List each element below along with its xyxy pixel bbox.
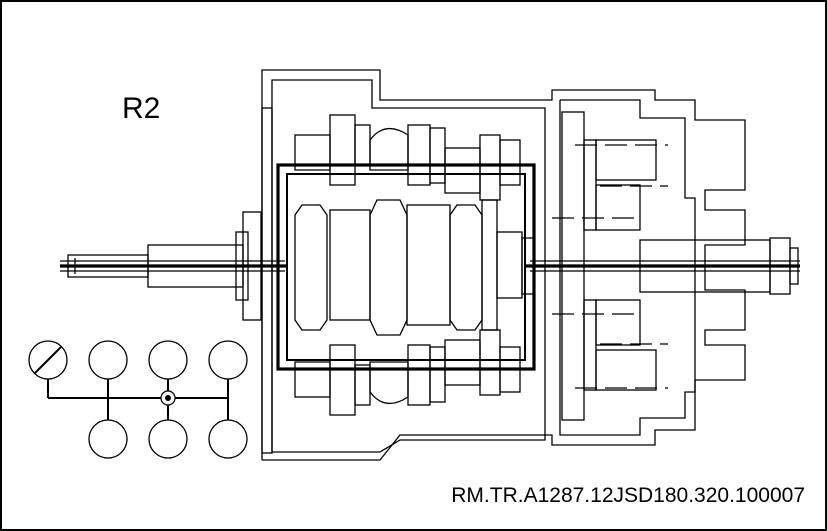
synchronizers xyxy=(294,199,535,336)
transmission-housing xyxy=(261,69,746,461)
gear-position-upper-4 xyxy=(208,340,248,380)
gear-position-lower-3 xyxy=(148,419,188,459)
selector-center-dot xyxy=(165,395,171,401)
rear-gear xyxy=(552,111,668,421)
neutral-slash xyxy=(34,346,62,374)
gear-position-lower-4 xyxy=(208,419,248,459)
gear-shift-pattern xyxy=(28,340,248,459)
gear-position-upper-3 xyxy=(148,340,188,380)
gear-position-lower-2 xyxy=(88,419,128,459)
gear-label: R2 xyxy=(122,92,161,125)
reference-code: RM.TR.A1287.12JSD180.320.100007 xyxy=(451,484,805,507)
gear-position-upper-2 xyxy=(88,340,128,380)
power-flow-path xyxy=(60,163,800,371)
